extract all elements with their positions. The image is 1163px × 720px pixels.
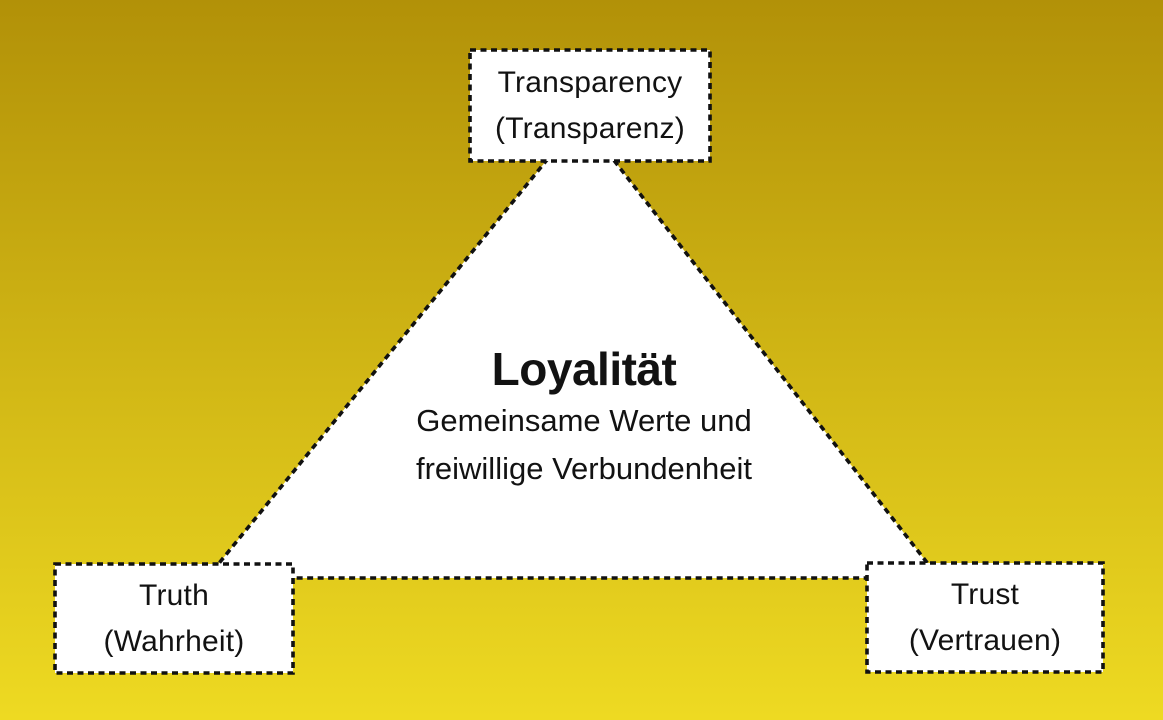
triangle-shape (203, 115, 943, 580)
transparency-node-box (468, 48, 712, 163)
triangle-center-label: Loyalität Gemeinsame Werte und freiwilli… (334, 341, 834, 493)
node-label-trust: Trust (Vertrauen) (867, 563, 1103, 672)
node-label-transparency: Transparency (Transparenz) (470, 50, 710, 161)
trust-node-box (865, 561, 1105, 674)
node-transparency-line2: (Transparenz) (495, 111, 685, 145)
node-truth-line2: (Wahrheit) (103, 624, 245, 658)
center-title: Loyalität (491, 343, 677, 395)
node-truth-line1: Truth (139, 578, 209, 612)
center-subtitle-line1: Gemeinsame Werte und (416, 403, 752, 438)
center-subtitle-line2: freiwillige Verbundenheit (415, 451, 753, 486)
node-trust-line1: Trust (950, 577, 1020, 611)
node-label-truth: Truth (Wahrheit) (55, 564, 293, 673)
truth-node-box (53, 562, 295, 675)
node-trust-line2: (Vertrauen) (908, 623, 1062, 657)
node-transparency-line1: Transparency (497, 65, 683, 99)
